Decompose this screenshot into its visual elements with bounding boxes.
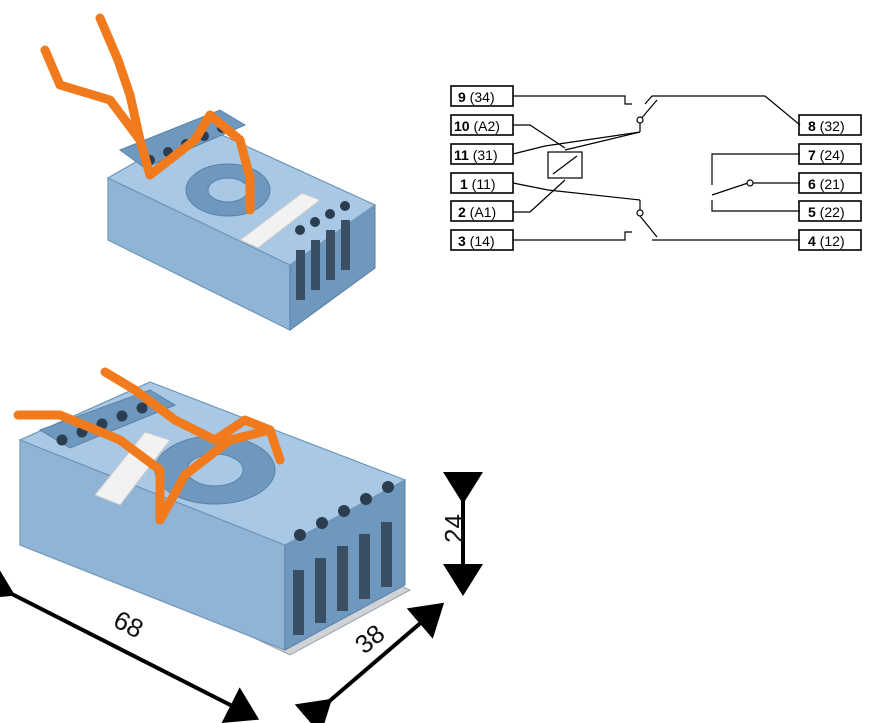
terminal-2-number: 2 (458, 204, 466, 220)
terminal-1-alt: 11 (476, 176, 491, 192)
terminal-8-box: 8 (32) (798, 114, 862, 136)
terminal-6-number: 6 (808, 176, 816, 192)
terminal-8-number: 8 (808, 118, 816, 134)
terminal-6-alt: 21 (824, 176, 840, 192)
terminal-5-number: 5 (808, 204, 816, 220)
terminal-11-number: 11 (454, 147, 469, 163)
terminal-1-number: 1 (460, 176, 468, 192)
terminal-9-alt: 34 (474, 89, 490, 105)
terminal-7-box: 7 (24) (798, 143, 862, 165)
retaining-clip-bottom (13, 367, 285, 525)
svg-text:3 (14): 3 (14) (458, 233, 495, 249)
terminal-7-alt: 24 (824, 147, 840, 163)
terminal-4-alt: 12 (824, 233, 840, 249)
svg-text:6 (21): 6 (21) (808, 176, 845, 192)
terminal-5-alt: 22 (824, 204, 840, 220)
dimension-height-label: 24 (439, 514, 469, 543)
terminal-11-box: 11 (31) (450, 143, 514, 165)
terminal-1-box: 1 (11) (450, 172, 514, 194)
terminal-8-alt: 32 (824, 118, 840, 134)
svg-text:9 (34): 9 (34) (458, 89, 495, 105)
wires (512, 95, 801, 241)
dimension-length-label: 68 (109, 604, 148, 644)
terminal-2-alt: A1 (474, 204, 491, 220)
terminal-10-box: 10 (A2) (450, 114, 514, 136)
svg-text:5 (22): 5 (22) (808, 204, 845, 220)
socket-photo-top (40, 13, 377, 331)
terminal-10-alt: A2 (478, 118, 495, 134)
terminal-4-box: 4 (12) (798, 229, 862, 251)
relay-coil (547, 151, 583, 179)
dimension-height: 24 (439, 472, 483, 596)
svg-text:11 (31): 11 (31) (454, 147, 498, 163)
terminal-9-box: 9 (34) (450, 85, 514, 107)
terminal-4-number: 4 (808, 233, 816, 249)
terminal-9-number: 9 (458, 89, 466, 105)
terminal-11-alt: 31 (477, 147, 493, 163)
svg-text:10 (A2): 10 (A2) (454, 118, 500, 134)
terminal-3-number: 3 (458, 233, 466, 249)
svg-text:8 (32): 8 (32) (808, 118, 845, 134)
retaining-clip-top (40, 13, 255, 215)
terminal-3-box: 3 (14) (450, 229, 514, 251)
wiring-schematic: 9 (34) 10 (A2) 11 (31) 1 (11) 2 (A1) 3 (… (450, 85, 862, 251)
svg-text:4 (12): 4 (12) (808, 233, 845, 249)
dimension-width-arrow (294, 602, 445, 723)
terminal-slots-bottom-right (293, 481, 394, 635)
terminal-3-alt: 14 (474, 233, 490, 249)
terminal-10-number: 10 (454, 118, 470, 134)
dimension-length-arrow (0, 563, 260, 723)
terminal-slots-top-right (295, 201, 350, 300)
terminal-7-number: 7 (808, 147, 816, 163)
svg-text:1 (11): 1 (11) (460, 176, 496, 192)
terminal-6-box: 6 (21) (798, 172, 862, 194)
svg-text:7 (24): 7 (24) (808, 147, 845, 163)
socket-photo-bottom (13, 367, 412, 656)
terminal-2-box: 2 (A1) (450, 200, 514, 222)
terminal-5-box: 5 (22) (798, 200, 862, 222)
svg-text:2 (A1): 2 (A1) (458, 204, 496, 220)
